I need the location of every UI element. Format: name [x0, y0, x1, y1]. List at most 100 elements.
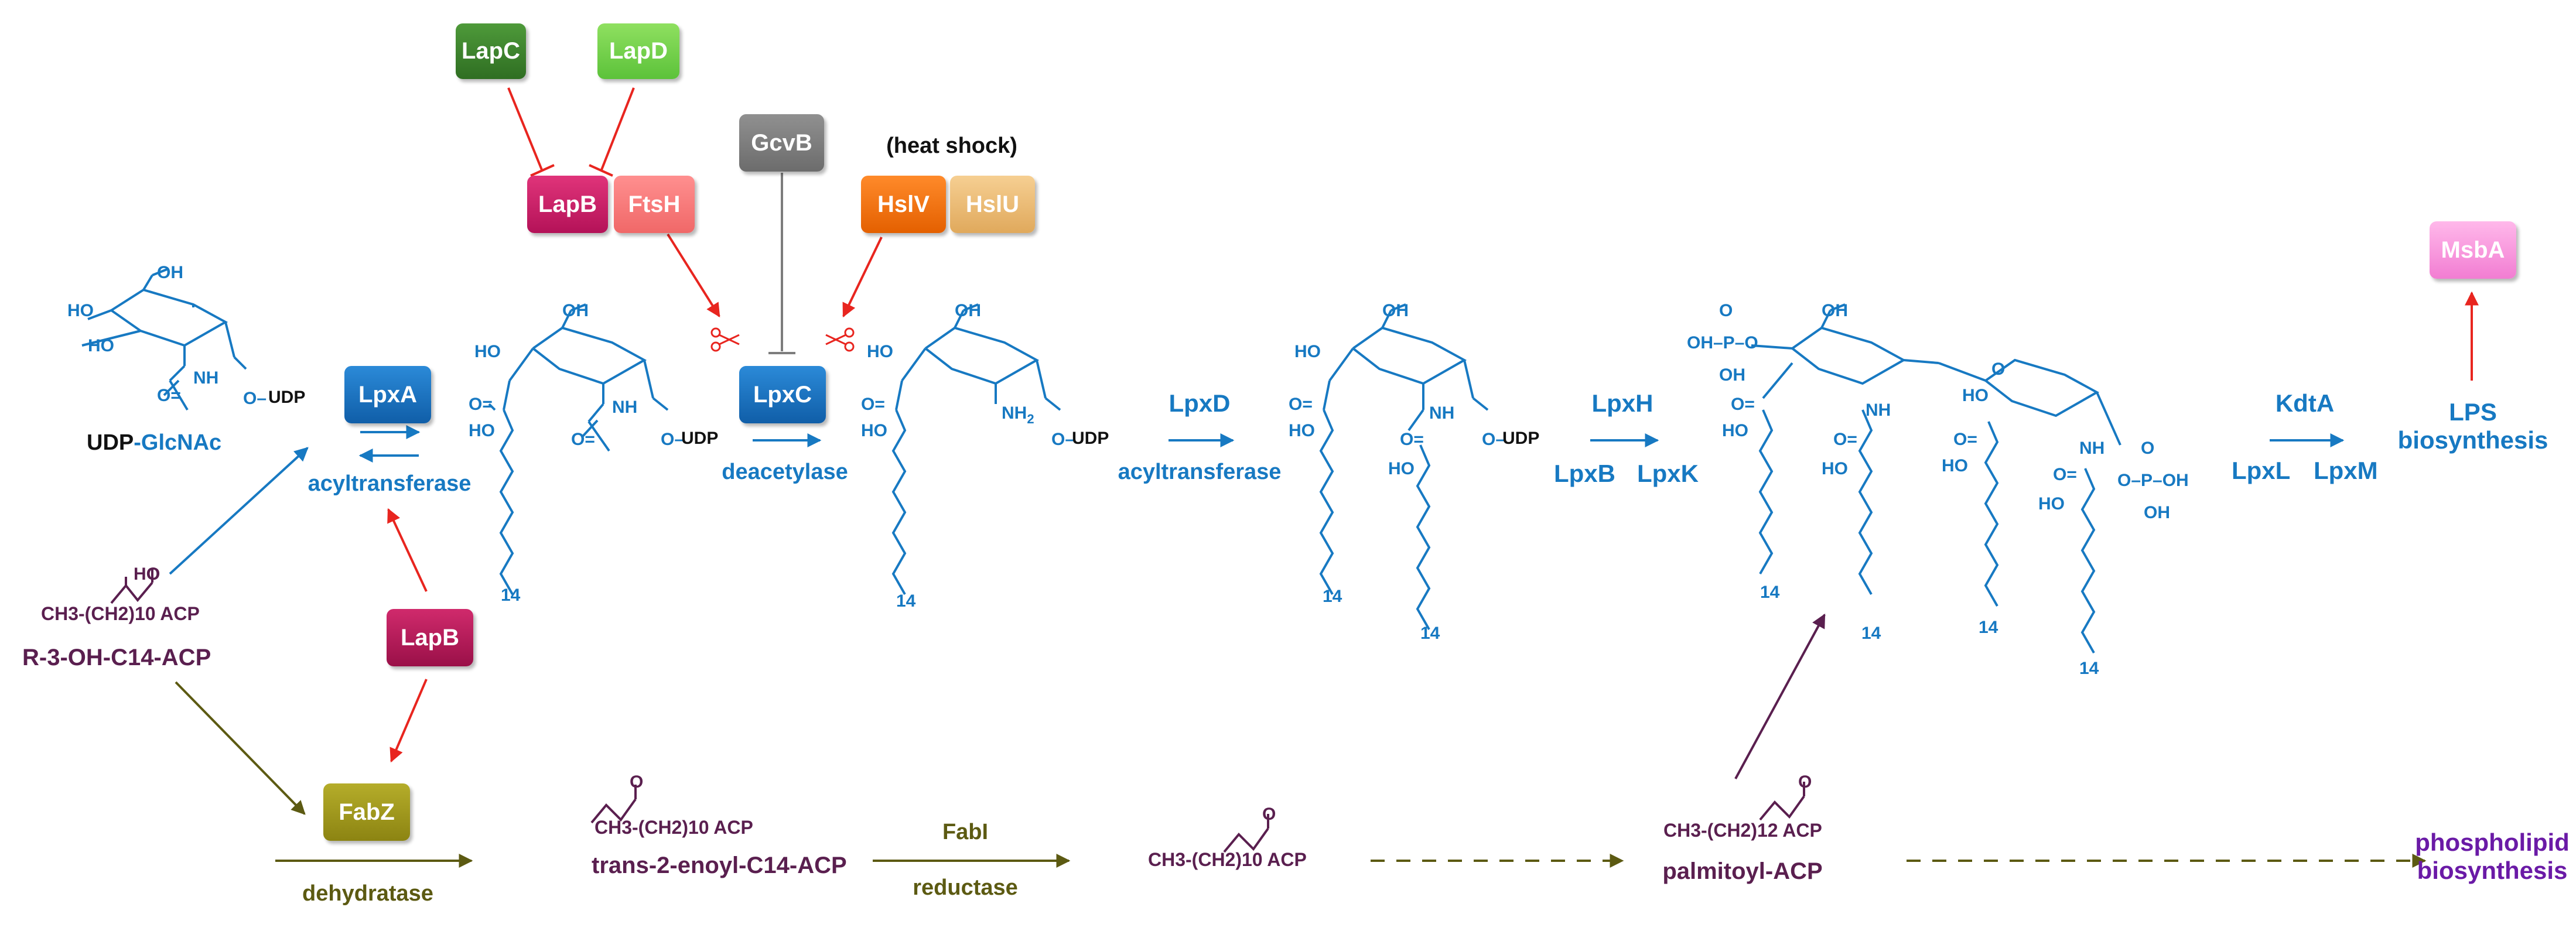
svg-text:HO: HO	[469, 421, 495, 440]
structure-lipid-iva	[1751, 303, 2121, 653]
svg-text:HO: HO	[2038, 494, 2065, 514]
r3oh-name: R-3-OH-C14-ACP	[22, 645, 211, 670]
svg-text:HO: HO	[1294, 342, 1321, 361]
lapc-box: LapC	[456, 23, 526, 79]
gcvb-box: GcvB	[739, 114, 824, 172]
svg-text:O–: O–	[661, 430, 684, 449]
svg-text:OH: OH	[1382, 301, 1409, 320]
svg-text:HO: HO	[88, 336, 114, 355]
svg-text:HO: HO	[867, 342, 893, 361]
scissors-icon	[825, 327, 855, 352]
udp-glcnac-name: UDP-GlcNAc	[87, 430, 221, 456]
lapd-box: LapD	[597, 23, 679, 79]
svg-text:O–: O–	[1051, 430, 1075, 449]
dehydratase-label: dehydratase	[302, 881, 433, 906]
svg-text:OH: OH	[955, 301, 981, 320]
svg-text:O–: O–	[1482, 430, 1505, 449]
svg-text:O: O	[1262, 805, 1276, 824]
svg-text:NH: NH	[1429, 403, 1454, 423]
svg-text:O=: O=	[1953, 430, 1977, 449]
lpxc-box: LpxC	[739, 366, 826, 423]
phospholipid-biosynthesis-label: phospholipid biosynthesis	[2415, 829, 2570, 885]
svg-text:HO: HO	[1962, 386, 1989, 405]
svg-text:O=: O=	[469, 395, 493, 414]
udp-label-4: UDP	[1502, 429, 1540, 448]
lapc-inhibits-lapb	[507, 87, 543, 170]
svg-text:O=: O=	[1833, 430, 1857, 449]
lpxk-label: LpxK	[1637, 460, 1699, 487]
r3oh-to-lpxa	[169, 447, 309, 575]
structure-monoacyl-2	[891, 303, 1061, 595]
lpxm-label: LpxM	[2314, 457, 2378, 484]
svg-text:HO: HO	[474, 342, 501, 361]
scissors-icon	[710, 327, 740, 352]
msba-box: MsbA	[2430, 221, 2516, 279]
svg-text:HO: HO	[134, 564, 160, 584]
deacetylase-label: deacetylase	[722, 460, 848, 484]
chain-length-5: 14	[1760, 583, 1780, 602]
udp-prefix: UDP	[87, 430, 134, 455]
acyltransferase-label-1: acyltransferase	[308, 471, 472, 496]
svg-text:HO: HO	[1388, 459, 1415, 478]
r3oh-to-fabz	[175, 681, 306, 815]
svg-text:OH: OH	[1719, 365, 1745, 385]
svg-text:HO: HO	[1822, 459, 1848, 478]
svg-text:NH: NH	[1866, 401, 1891, 420]
lapd-inhibits-lapb	[600, 87, 635, 170]
svg-text:O=: O=	[2053, 465, 2077, 484]
acyltransferase-label-2: acyltransferase	[1118, 460, 1282, 484]
r3oh-formula: CH3-(CH2)10 ACP	[41, 603, 200, 624]
svg-text:O: O	[146, 564, 160, 584]
udp-label-3: UDP	[1072, 429, 1109, 448]
kdta-label: KdtA	[2275, 389, 2335, 417]
svg-text:O=: O=	[861, 395, 885, 414]
svg-text:OH: OH	[2144, 503, 2170, 522]
svg-text:NH2: NH2	[1002, 403, 1034, 426]
phospholipid-line1: phospholipid	[2415, 829, 2570, 856]
chain-length-7: 14	[1979, 618, 1998, 637]
lapb-box-mid: LapB	[387, 609, 473, 666]
chain-length-8: 14	[2079, 659, 2099, 678]
palmitoyl-name: palmitoyl-ACP	[1662, 858, 1823, 884]
chain-length-3: 14	[1323, 587, 1342, 606]
svg-text:O: O	[630, 772, 643, 792]
lps-line1: LPS	[2449, 398, 2497, 426]
pathway-arrows	[169, 425, 2427, 868]
svg-text:OH: OH	[1822, 301, 1848, 320]
hslu-box: HslU	[950, 176, 1035, 233]
lpxa-box: LpxA	[344, 366, 431, 423]
acyl-acp-formula: CH3-(CH2)10 ACP	[1148, 849, 1307, 870]
ftsh-to-lpxc	[667, 233, 720, 318]
palmitoyl-to-lipid	[1734, 613, 1826, 779]
chain-length-2: 14	[896, 591, 916, 611]
svg-text:O: O	[1719, 301, 1733, 320]
svg-text:O: O	[1798, 772, 1812, 792]
lps-line2: biosynthesis	[2397, 426, 2548, 454]
heat-shock-label: (heat shock)	[886, 134, 1017, 158]
svg-text:NH: NH	[612, 398, 637, 417]
small-structures	[110, 568, 1805, 853]
svg-text:HO: HO	[1722, 421, 1748, 440]
chain-length-6: 14	[1861, 624, 1881, 643]
trans-name: trans-2-enoyl-C14-ACP	[592, 853, 847, 878]
svg-text:HO: HO	[1289, 421, 1315, 440]
svg-text:O–P–OH: O–P–OH	[2117, 471, 2189, 490]
trans-formula: CH3-(CH2)10 ACP	[595, 817, 753, 838]
svg-text:NH: NH	[193, 368, 218, 388]
lapb-to-lpxa	[387, 508, 428, 592]
svg-text:O=: O=	[571, 430, 595, 449]
svg-text:OH–P–O: OH–P–O	[1687, 333, 1758, 352]
hslv-to-lpxc	[842, 237, 883, 318]
structure-udp-glcnac	[81, 268, 247, 411]
svg-text:OH: OH	[562, 301, 589, 320]
lpxl-label: LpxL	[2232, 457, 2291, 484]
svg-text:O=: O=	[1731, 395, 1755, 414]
hslv-box: HslV	[861, 176, 946, 233]
fabz-box: FabZ	[323, 783, 410, 841]
structure-diacyl	[1319, 303, 1489, 630]
lpxd-label: LpxD	[1169, 389, 1231, 417]
svg-text:O: O	[2141, 439, 2154, 458]
chain-length-1: 14	[501, 586, 521, 605]
